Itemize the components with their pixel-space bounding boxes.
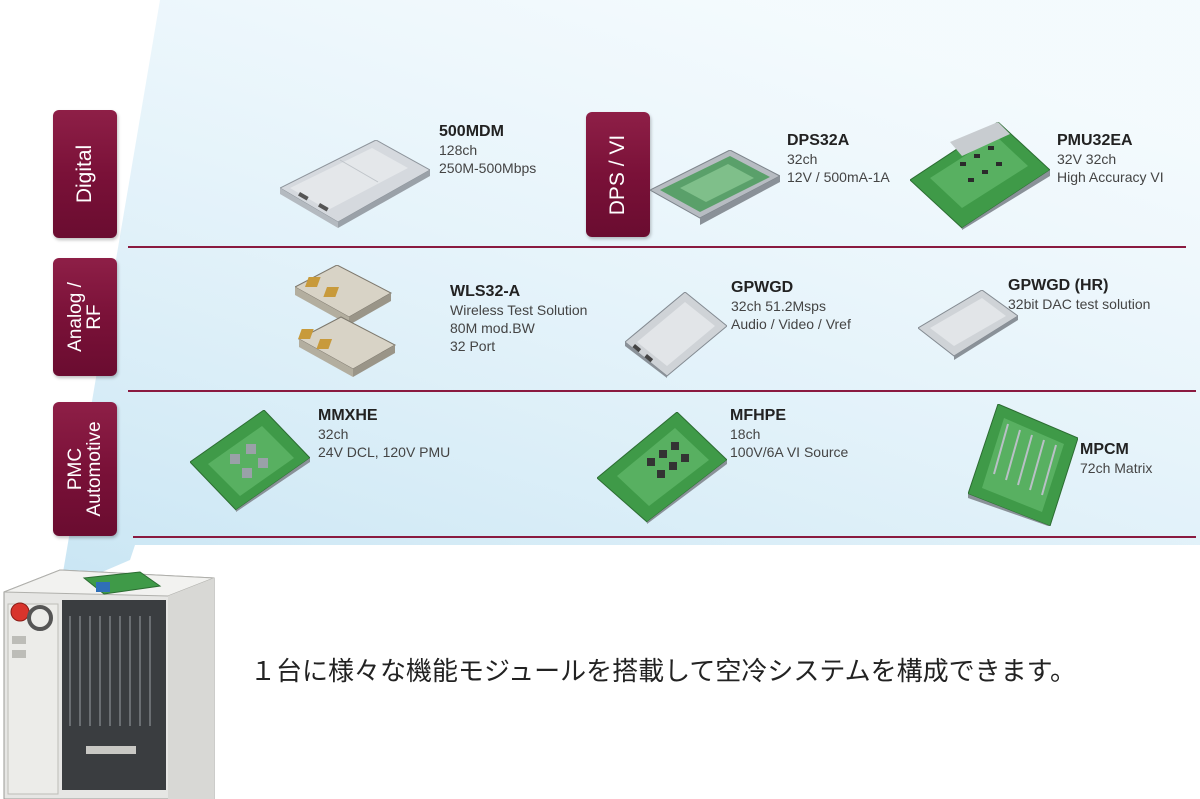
- category-label-dps-vi: DPS / VI: [606, 134, 629, 215]
- module-spec: Wireless Test Solution: [450, 302, 588, 318]
- module-spec: Audio / Video / Vref: [731, 316, 851, 332]
- module-dps32a: DPS32A 32ch 12V / 500mA-1A: [787, 131, 890, 186]
- module-spec: 72ch Matrix: [1080, 460, 1153, 476]
- test-system-illustration: [3, 569, 215, 799]
- category-label-line: Automotive: [84, 421, 105, 517]
- row-divider: [128, 246, 1186, 248]
- module-gpwgd-hr: GPWGD (HR) 32bit DAC test solution: [1008, 276, 1150, 313]
- board-image-gpwgd: [625, 292, 727, 378]
- category-label-line: RF: [84, 304, 105, 330]
- module-spec: 12V / 500mA-1A: [787, 169, 890, 185]
- module-name: GPWGD (HR): [1008, 277, 1109, 294]
- module-spec: 32ch: [318, 426, 349, 442]
- board-image-wls32a: [295, 265, 397, 377]
- category-tab-pmc-automotive: PMC Automotive: [53, 402, 117, 536]
- module-spec: 32 Port: [450, 338, 496, 354]
- module-wls32a: WLS32-A Wireless Test Solution 80M mod.B…: [450, 282, 587, 355]
- row-divider: [128, 390, 1196, 392]
- board-image-pmu32ea: [910, 122, 1050, 230]
- category-tab-analog-rf: Analog / RF: [53, 258, 117, 376]
- module-spec: 32bit DAC test solution: [1008, 296, 1151, 312]
- module-name: 500MDM: [439, 123, 504, 140]
- module-name: MMXHE: [318, 407, 378, 424]
- module-spec: 128ch: [439, 142, 478, 158]
- board-image-mmxhe: [190, 410, 310, 512]
- module-name: GPWGD: [731, 279, 794, 296]
- board-image-500mdm: [280, 140, 430, 228]
- module-spec: 32V 32ch: [1057, 151, 1117, 167]
- board-image-mfhpe: [597, 412, 727, 524]
- module-mpcm: MPCM 72ch Matrix: [1080, 440, 1152, 477]
- module-name: WLS32-A: [450, 283, 521, 300]
- module-gpwgd: GPWGD 32ch 51.2Msps Audio / Video / Vref: [731, 278, 851, 333]
- category-label-analog-rf: Analog / RF: [65, 282, 105, 352]
- module-spec: 80M mod.BW: [450, 320, 535, 336]
- board-image-dps32a: [650, 150, 780, 225]
- module-spec: 100V/6A VI Source: [730, 444, 849, 460]
- category-label-digital: Digital: [73, 144, 96, 204]
- category-label-pmc-automotive: PMC Automotive: [65, 421, 105, 517]
- board-image-gpwgd-hr: [918, 290, 1018, 360]
- module-spec: 18ch: [730, 426, 761, 442]
- category-label-line: Analog /: [65, 282, 86, 352]
- module-name: MPCM: [1080, 441, 1129, 458]
- module-mfhpe: MFHPE 18ch 100V/6A VI Source: [730, 406, 848, 461]
- category-tab-dps-vi: DPS / VI: [586, 112, 650, 237]
- module-spec: 24V DCL, 120V PMU: [318, 444, 451, 460]
- module-500mdm: 500MDM 128ch 250M-500Mbps: [439, 122, 536, 177]
- module-pmu32ea: PMU32EA 32V 32ch High Accuracy VI: [1057, 131, 1164, 186]
- module-spec: 32ch 51.2Msps: [731, 298, 826, 314]
- row-divider: [133, 536, 1196, 538]
- module-spec: 250M-500Mbps: [439, 160, 537, 176]
- module-spec: 32ch: [787, 151, 818, 167]
- category-label-line: PMC: [65, 447, 86, 491]
- module-name: MFHPE: [730, 407, 786, 424]
- module-name: DPS32A: [787, 132, 850, 149]
- tagline: １台に様々な機能モジュールを搭載して空冷システムを構成できます。: [250, 657, 1077, 687]
- board-image-mpcm: [968, 404, 1078, 526]
- module-mmxhe: MMXHE 32ch 24V DCL, 120V PMU: [318, 406, 450, 461]
- module-spec: High Accuracy VI: [1057, 169, 1164, 185]
- category-tab-digital: Digital: [53, 110, 117, 238]
- module-name: PMU32EA: [1057, 132, 1133, 149]
